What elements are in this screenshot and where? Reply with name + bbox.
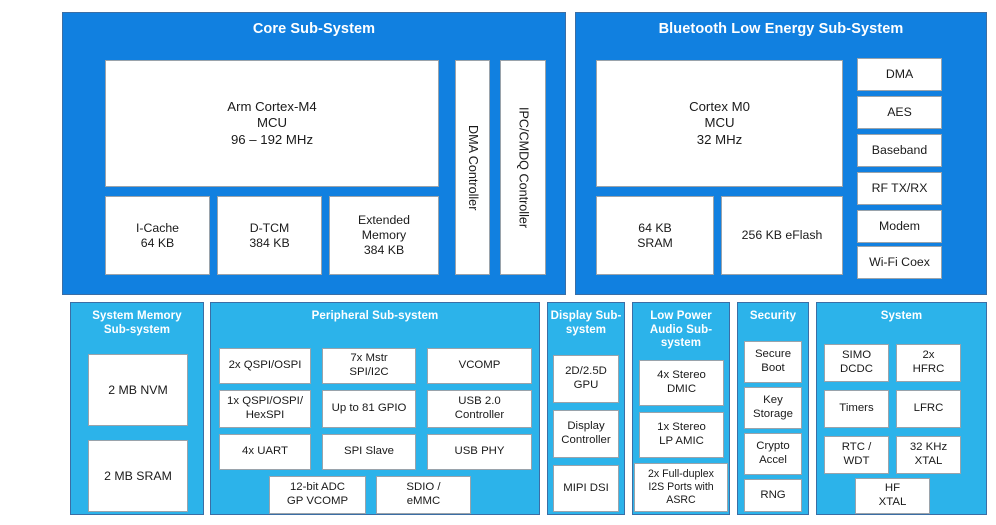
peripheral-block-mstr-spi-i2c: 7x Mstr SPI/I2C [322, 348, 416, 384]
audio-block-i2s-ports-asrc: 2x Full-duplex I2S Ports with ASRC [634, 463, 728, 512]
system-memory-block-nvm: 2 MB NVM [88, 354, 188, 426]
peripheral-block-spi-slave: SPI Slave [322, 434, 416, 470]
display-block-display-controller: Display Controller [553, 410, 619, 458]
display-subsystem-title: Display Sub-system [550, 310, 622, 336]
audio-block-stereo-lp-amic: 1x Stereo LP AMIC [639, 412, 724, 458]
system-block-32khz-xtal: 32 KHz XTAL [896, 436, 961, 474]
ble-block-rf-tx-rx: RF TX/RX [857, 172, 942, 205]
system-memory-subsystem-title: System Memory Sub-system [92, 310, 182, 336]
security-block-secure-boot: Secure Boot [744, 341, 802, 383]
security-block-key-storage: Key Storage [744, 387, 802, 429]
peripheral-block-usb-phy: USB PHY [427, 434, 532, 470]
core-ipc-cmdq-controller: IPC/CMDQ Controller [500, 60, 546, 275]
ble-subsystem-title: Bluetooth Low Energy Sub-System [658, 21, 904, 37]
core-mcu-block: Arm Cortex-M4 MCU 96 – 192 MHz [105, 60, 439, 187]
core-memory-extended: Extended Memory 384 KB [329, 196, 439, 275]
ble-memory-sram: 64 KB SRAM [596, 196, 714, 275]
system-memory-block-sram: 2 MB SRAM [88, 440, 188, 512]
display-block-gpu: 2D/2.5D GPU [553, 355, 619, 403]
display-block-mipi-dsi: MIPI DSI [553, 465, 619, 512]
security-subsystem-title: Security [749, 310, 797, 322]
security-block-rng: RNG [744, 479, 802, 512]
core-subsystem-title: Core Sub-System [252, 21, 376, 37]
ble-block-modem: Modem [857, 210, 942, 243]
system-block-rtc-wdt: RTC / WDT [824, 436, 889, 474]
ble-block-wifi-coex: Wi-Fi Coex [857, 246, 942, 279]
system-block-lfrc: LFRC [896, 390, 961, 428]
ble-mcu-block: Cortex M0 MCU 32 MHz [596, 60, 843, 187]
peripheral-block-qspi-ospi-hexspi: 1x QSPI/OSPI/ HexSPI [219, 390, 311, 428]
peripheral-block-adc-gp-vcomp: 12-bit ADC GP VCOMP [269, 476, 366, 514]
peripheral-block-usb-2-controller: USB 2.0 Controller [427, 390, 532, 428]
peripheral-block-vcomp: VCOMP [427, 348, 532, 384]
system-subsystem-title: System [880, 310, 923, 322]
core-dma-controller: DMA Controller [455, 60, 490, 275]
low-power-audio-subsystem-title: Low Power Audio Sub-system [649, 310, 713, 350]
system-block-timers: Timers [824, 390, 889, 428]
peripheral-block-sdio-emmc: SDIO / eMMC [376, 476, 471, 514]
system-block-hfrc: 2x HFRC [896, 344, 961, 382]
core-memory-d-tcm: D-TCM 384 KB [217, 196, 322, 275]
audio-block-stereo-dmic: 4x Stereo DMIC [639, 360, 724, 406]
core-memory-i-cache: I-Cache 64 KB [105, 196, 210, 275]
peripheral-subsystem-title: Peripheral Sub-system [311, 310, 439, 322]
peripheral-block-qspi-ospi-2x: 2x QSPI/OSPI [219, 348, 311, 384]
security-block-crypto-accel: Crypto Accel [744, 433, 802, 475]
ble-block-aes: AES [857, 96, 942, 129]
peripheral-block-gpio: Up to 81 GPIO [322, 390, 416, 428]
system-block-hf-xtal: HF XTAL [855, 478, 930, 514]
ble-block-dma: DMA [857, 58, 942, 91]
system-block-simo-dcdc: SIMO DCDC [824, 344, 889, 382]
ble-memory-eflash: 256 KB eFlash [721, 196, 843, 275]
peripheral-block-uart: 4x UART [219, 434, 311, 470]
ble-block-baseband: Baseband [857, 134, 942, 167]
